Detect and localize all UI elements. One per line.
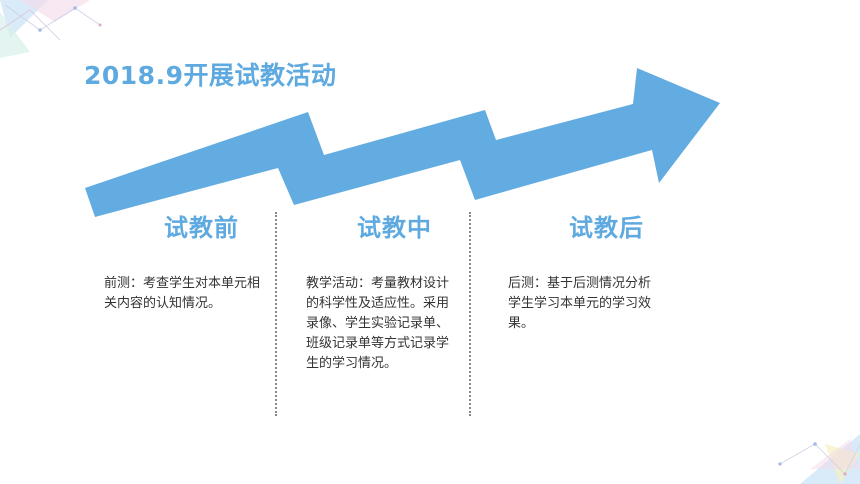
- stage-title-after: 试教后: [569, 214, 644, 242]
- stage-description-before: 前测：考查学生对本单元相关内容的认知情况。: [104, 276, 261, 311]
- stage-description-after: 后测：基于后测情况分析学生学习本单元的学习效果。: [508, 276, 652, 331]
- arrow-shape: [85, 68, 720, 217]
- corner-decoration-bottom-right: [778, 434, 860, 484]
- stage-description-during: 教学活动：考量教材设计的科学性及适应性。采用录像、学生实验记录单、班级记录单等方…: [306, 276, 450, 371]
- page-title: 2018.9开展试教活动: [84, 61, 337, 90]
- stage-title-before: 试教前: [164, 214, 239, 242]
- corner-decoration-top-left: [0, 0, 102, 58]
- column-divider-1: [275, 212, 277, 416]
- column-divider-2: [469, 212, 471, 416]
- stage-title-during: 试教中: [357, 214, 432, 242]
